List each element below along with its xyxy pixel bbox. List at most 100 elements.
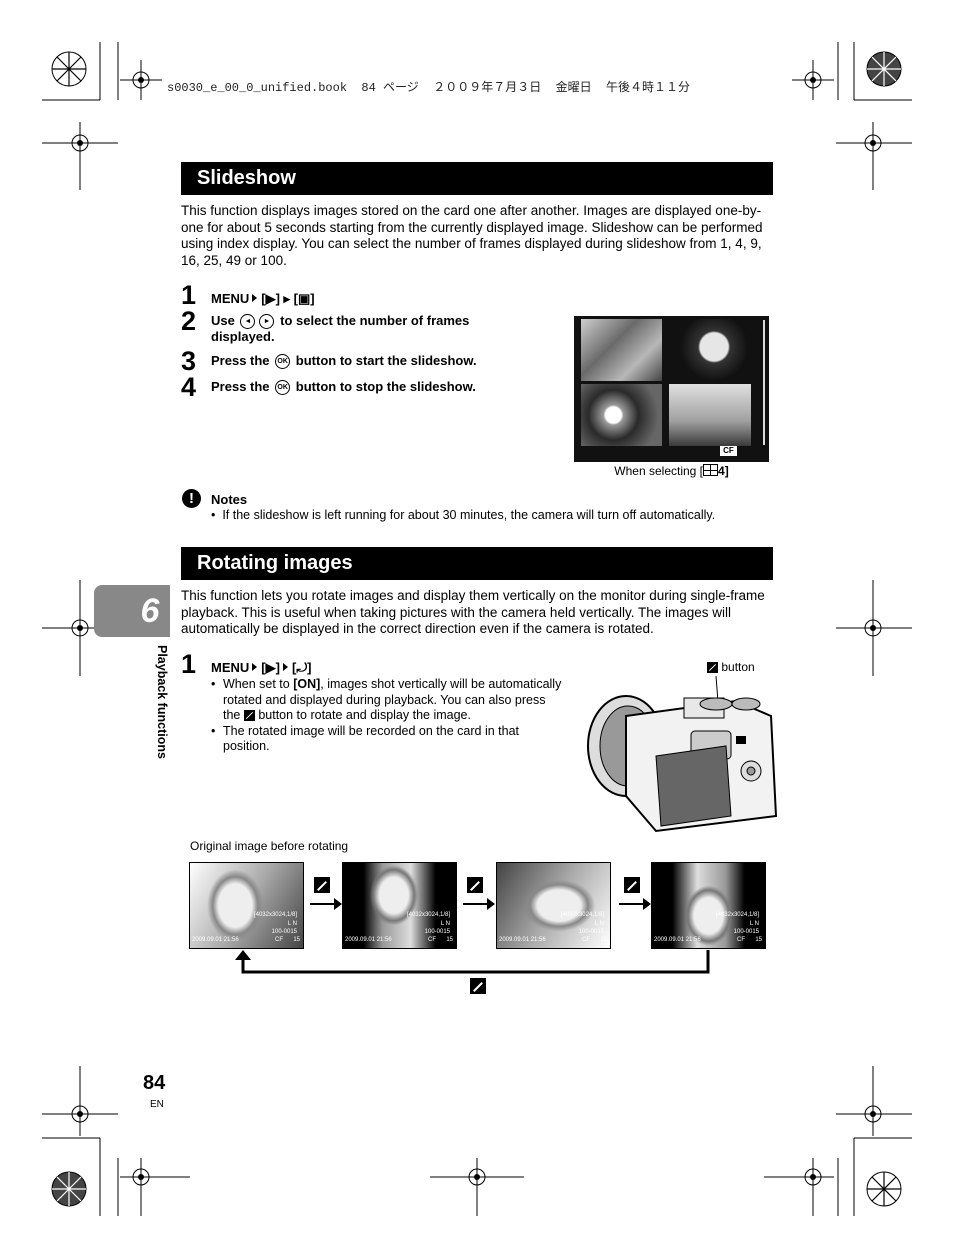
dial-left-icon: ◄ — [240, 314, 256, 330]
chapter-label-wrap: Playback functions — [155, 645, 175, 775]
step-number: 1 — [181, 649, 197, 679]
scrollbar — [763, 320, 765, 445]
rotate-button-icon — [470, 978, 486, 994]
caption-value: 4] — [718, 464, 729, 478]
thumb-card: CF — [737, 937, 745, 943]
thumb-frame: 15 — [293, 937, 300, 943]
menu-path: [▶] ▸ [▣] — [261, 291, 315, 306]
step-text: button to stop the slideshow. — [295, 379, 476, 395]
thumb-card: CF — [428, 937, 436, 943]
card-badge: CF — [720, 446, 737, 456]
protect-button-icon — [243, 710, 255, 722]
arrow-right-icon — [310, 898, 342, 910]
thumb-quality: L N — [594, 921, 604, 927]
step-text: button to start the slideshow. — [295, 353, 477, 369]
thumb-date: 2009.09.01 21:56 — [192, 937, 239, 943]
thumb-rotated-180: [4032x3024,1/8] L N 100-0015 2009.09.01 … — [496, 862, 611, 949]
bullet-text: The rotated image will be recorded on th… — [223, 723, 520, 754]
thumb-file: 100-0015 — [424, 929, 450, 935]
arrow-right-icon — [463, 898, 495, 910]
chapter-number: 6 — [140, 592, 160, 630]
bullet-item: • When set to [ON], images shot vertical… — [211, 677, 562, 722]
rotating-intro: This function lets you rotate images and… — [181, 588, 765, 636]
index-display-screen: CF — [574, 316, 769, 462]
playback-icon: ▶ — [265, 660, 276, 675]
thumb-date: 2009.09.01 21:56 — [499, 937, 546, 943]
step-text: to select the number of frames displayed… — [211, 313, 470, 345]
return-loop-arrow — [235, 950, 710, 974]
bullet-text: button to rotate and display the image. — [254, 708, 471, 722]
thumb-original: [4032x3024,1/8] L N 100-0015 2009.09.01 … — [189, 862, 304, 949]
menu-label: MENU — [211, 660, 250, 675]
thumb-file: 100-0015 — [733, 929, 759, 935]
button-callout: button — [707, 660, 755, 674]
step-number: 4 — [181, 372, 197, 403]
step-text: Press the — [211, 379, 270, 395]
thumb-garden — [581, 319, 662, 381]
page-number: 84 — [143, 1072, 166, 1094]
index-caption: When selecting [ 4] — [574, 464, 769, 478]
arrow-right-icon — [252, 294, 258, 302]
rotate-button-icon — [314, 877, 330, 893]
thumb-rotated-90: [4032x3024,1/8] L N 100-0015 2009.09.01 … — [342, 862, 457, 949]
notes-item-text: If the slideshow is left running for abo… — [222, 508, 716, 522]
thumb-date: 2009.09.01 21:56 — [345, 937, 392, 943]
thumb-resolution: [4032x3024,1/8] — [253, 912, 297, 918]
thumb-quality: L N — [749, 921, 759, 927]
thumb-rotated-270: [4032x3024,1/8] L N 100-0015 2009.09.01 … — [651, 862, 766, 949]
thumb-resolution: [4032x3024,1/8] — [560, 912, 604, 918]
thumb-flowers — [581, 384, 662, 446]
menu-label: MENU — [211, 291, 250, 306]
thumb-file: 100-0015 — [271, 929, 297, 935]
step-number: 1 — [181, 280, 197, 310]
thumb-quality: L N — [287, 921, 297, 927]
rotating-step-1: 1 MENU[▶][⤾] — [181, 649, 312, 679]
thumb-frame: 15 — [755, 937, 762, 943]
notes-item: • If the slideshow is left running for a… — [211, 508, 716, 522]
slideshow-steps: 1 MENU [▶] ▸ [▣] 2 Use ◄► to select the n… — [181, 280, 561, 403]
rotate-button-icon — [624, 877, 640, 893]
step-number: 2 — [181, 306, 197, 336]
chapter-tab: 6 — [94, 585, 170, 637]
step-1: 1 MENU [▶] ▸ [▣] — [181, 280, 561, 310]
thumb-card: CF — [582, 937, 590, 943]
bullet-item: • The rotated image will be recorded on … — [211, 724, 566, 755]
protect-button-icon — [707, 662, 718, 674]
step-3: 3 Press the OK button to start the slide… — [181, 346, 561, 377]
rotate-button-icon — [467, 877, 483, 893]
thumb-palm — [669, 384, 751, 446]
thumb-resolution: [4032x3024,1/8] — [715, 912, 759, 918]
bullet-text: , images shot vertically will be automat… — [223, 677, 562, 722]
chapter-label: Playback functions — [155, 645, 169, 759]
thumb-portrait — [669, 319, 751, 381]
rotate-icon: ⤾ — [296, 660, 308, 675]
page-language: EN — [150, 1099, 164, 1110]
step-4: 4 Press the OK button to stop the slides… — [181, 372, 561, 403]
step-text: Press the — [211, 353, 270, 369]
caption-text: When selecting [ — [614, 464, 704, 478]
ok-button-icon: OK — [275, 380, 291, 396]
button-callout-label: button — [721, 660, 755, 674]
notes-alert-icon: ! — [182, 489, 201, 508]
bullet-on: [ON] — [293, 677, 321, 691]
step-number: 3 — [181, 346, 197, 377]
thumb-quality: L N — [440, 921, 450, 927]
dial-right-icon: ► — [259, 314, 275, 330]
step-text: Use — [211, 313, 235, 328]
thumb-file: 100-0015 — [578, 929, 604, 935]
arrow-right-icon — [619, 898, 651, 910]
bullet-text: When set to — [223, 677, 294, 691]
original-caption: Original image before rotating — [190, 839, 349, 853]
thumb-frame: 15 — [600, 937, 607, 943]
camera-illustration — [587, 676, 778, 833]
slideshow-intro: This function displays images stored on … — [181, 203, 763, 268]
rotating-bullets: • When set to [ON], images shot vertical… — [211, 677, 566, 755]
index-grid-icon — [703, 464, 719, 476]
section-title-rotating: Rotating images — [181, 547, 773, 580]
step-2: 2 Use ◄► to select the number of frames … — [181, 306, 561, 345]
arrow-right-icon — [252, 663, 258, 671]
notes-title: Notes — [211, 492, 248, 507]
arrow-right-icon — [282, 663, 288, 671]
thumb-date: 2009.09.01 21:56 — [654, 937, 701, 943]
